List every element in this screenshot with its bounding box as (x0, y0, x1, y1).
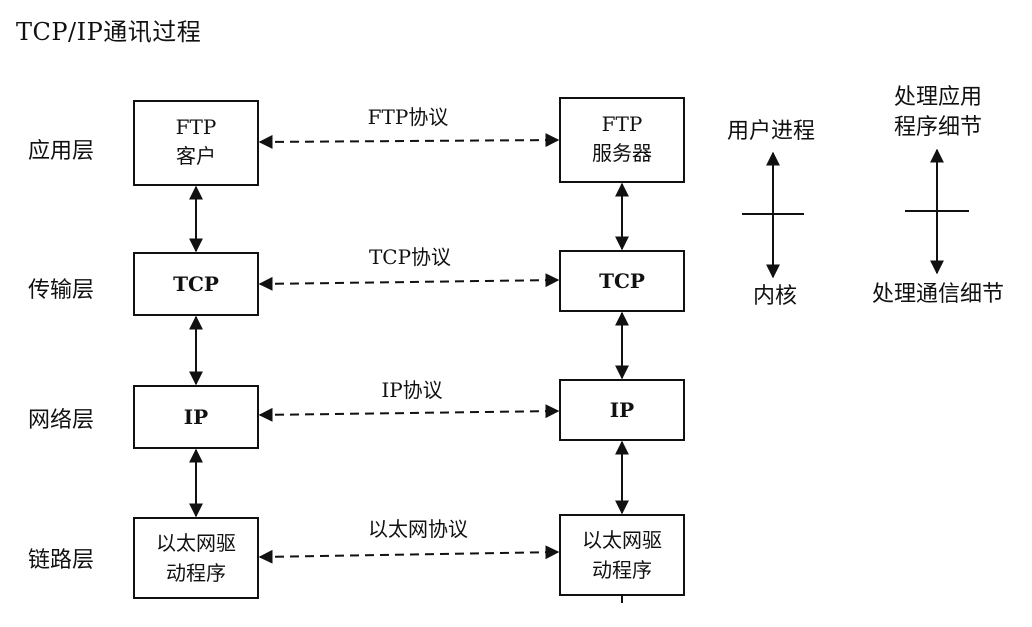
layer-label-link: 链路层 (28, 548, 94, 573)
client-ftp-box (133, 100, 259, 186)
layer-label-application: 应用层 (28, 139, 94, 164)
tcp-protocol-label: TCP协议 (369, 245, 451, 269)
ftp-protocol-label: FTP协议 (368, 105, 449, 129)
server-ethernet-line2: 动程序 (592, 558, 652, 582)
server-ip-box (559, 379, 685, 441)
diagram-title: TCP/IP通讯过程 (16, 18, 202, 46)
ftp-protocol-arrow (258, 133, 560, 149)
client-ftp-line1: FTP (176, 115, 217, 139)
layer-label-network: 网络层 (28, 408, 94, 433)
server-ethernet-line1: 以太网驱 (582, 528, 662, 552)
server-ftp-line2: 服务器 (592, 141, 652, 165)
client-ip-label: IP (184, 405, 208, 429)
client-ethernet-line2: 动程序 (166, 561, 226, 585)
comm-details-label: 处理通信细节 (872, 282, 1004, 307)
server-tcp-label: TCP (599, 269, 645, 293)
kernel-label: 内核 (753, 284, 797, 309)
layer-label-transport: 传输层 (28, 278, 94, 303)
user-process-label: 用户进程 (727, 119, 815, 144)
server-tcp-box (559, 250, 685, 312)
ethernet-protocol-label: 以太网协议 (368, 517, 468, 541)
ip-protocol-arrow (258, 404, 560, 422)
ethernet-protocol-arrow (258, 545, 560, 564)
server-ethernet-box (559, 514, 685, 596)
server-ftp-line1: FTP (602, 112, 643, 136)
client-ip-box (133, 385, 259, 449)
ip-protocol-label: IP协议 (381, 378, 442, 402)
client-tcp-box (133, 252, 259, 316)
app-details-line1: 处理应用 (894, 85, 982, 110)
tcp-protocol-arrow (258, 273, 560, 291)
app-details-line2: 程序细节 (894, 115, 982, 140)
server-ftp-box (559, 97, 685, 183)
client-ethernet-box (133, 517, 259, 599)
client-tcp-label: TCP (173, 272, 219, 296)
client-ethernet-line1: 以太网驱 (156, 531, 236, 555)
client-ftp-line2: 客户 (176, 144, 216, 168)
server-ip-label: IP (610, 398, 634, 422)
